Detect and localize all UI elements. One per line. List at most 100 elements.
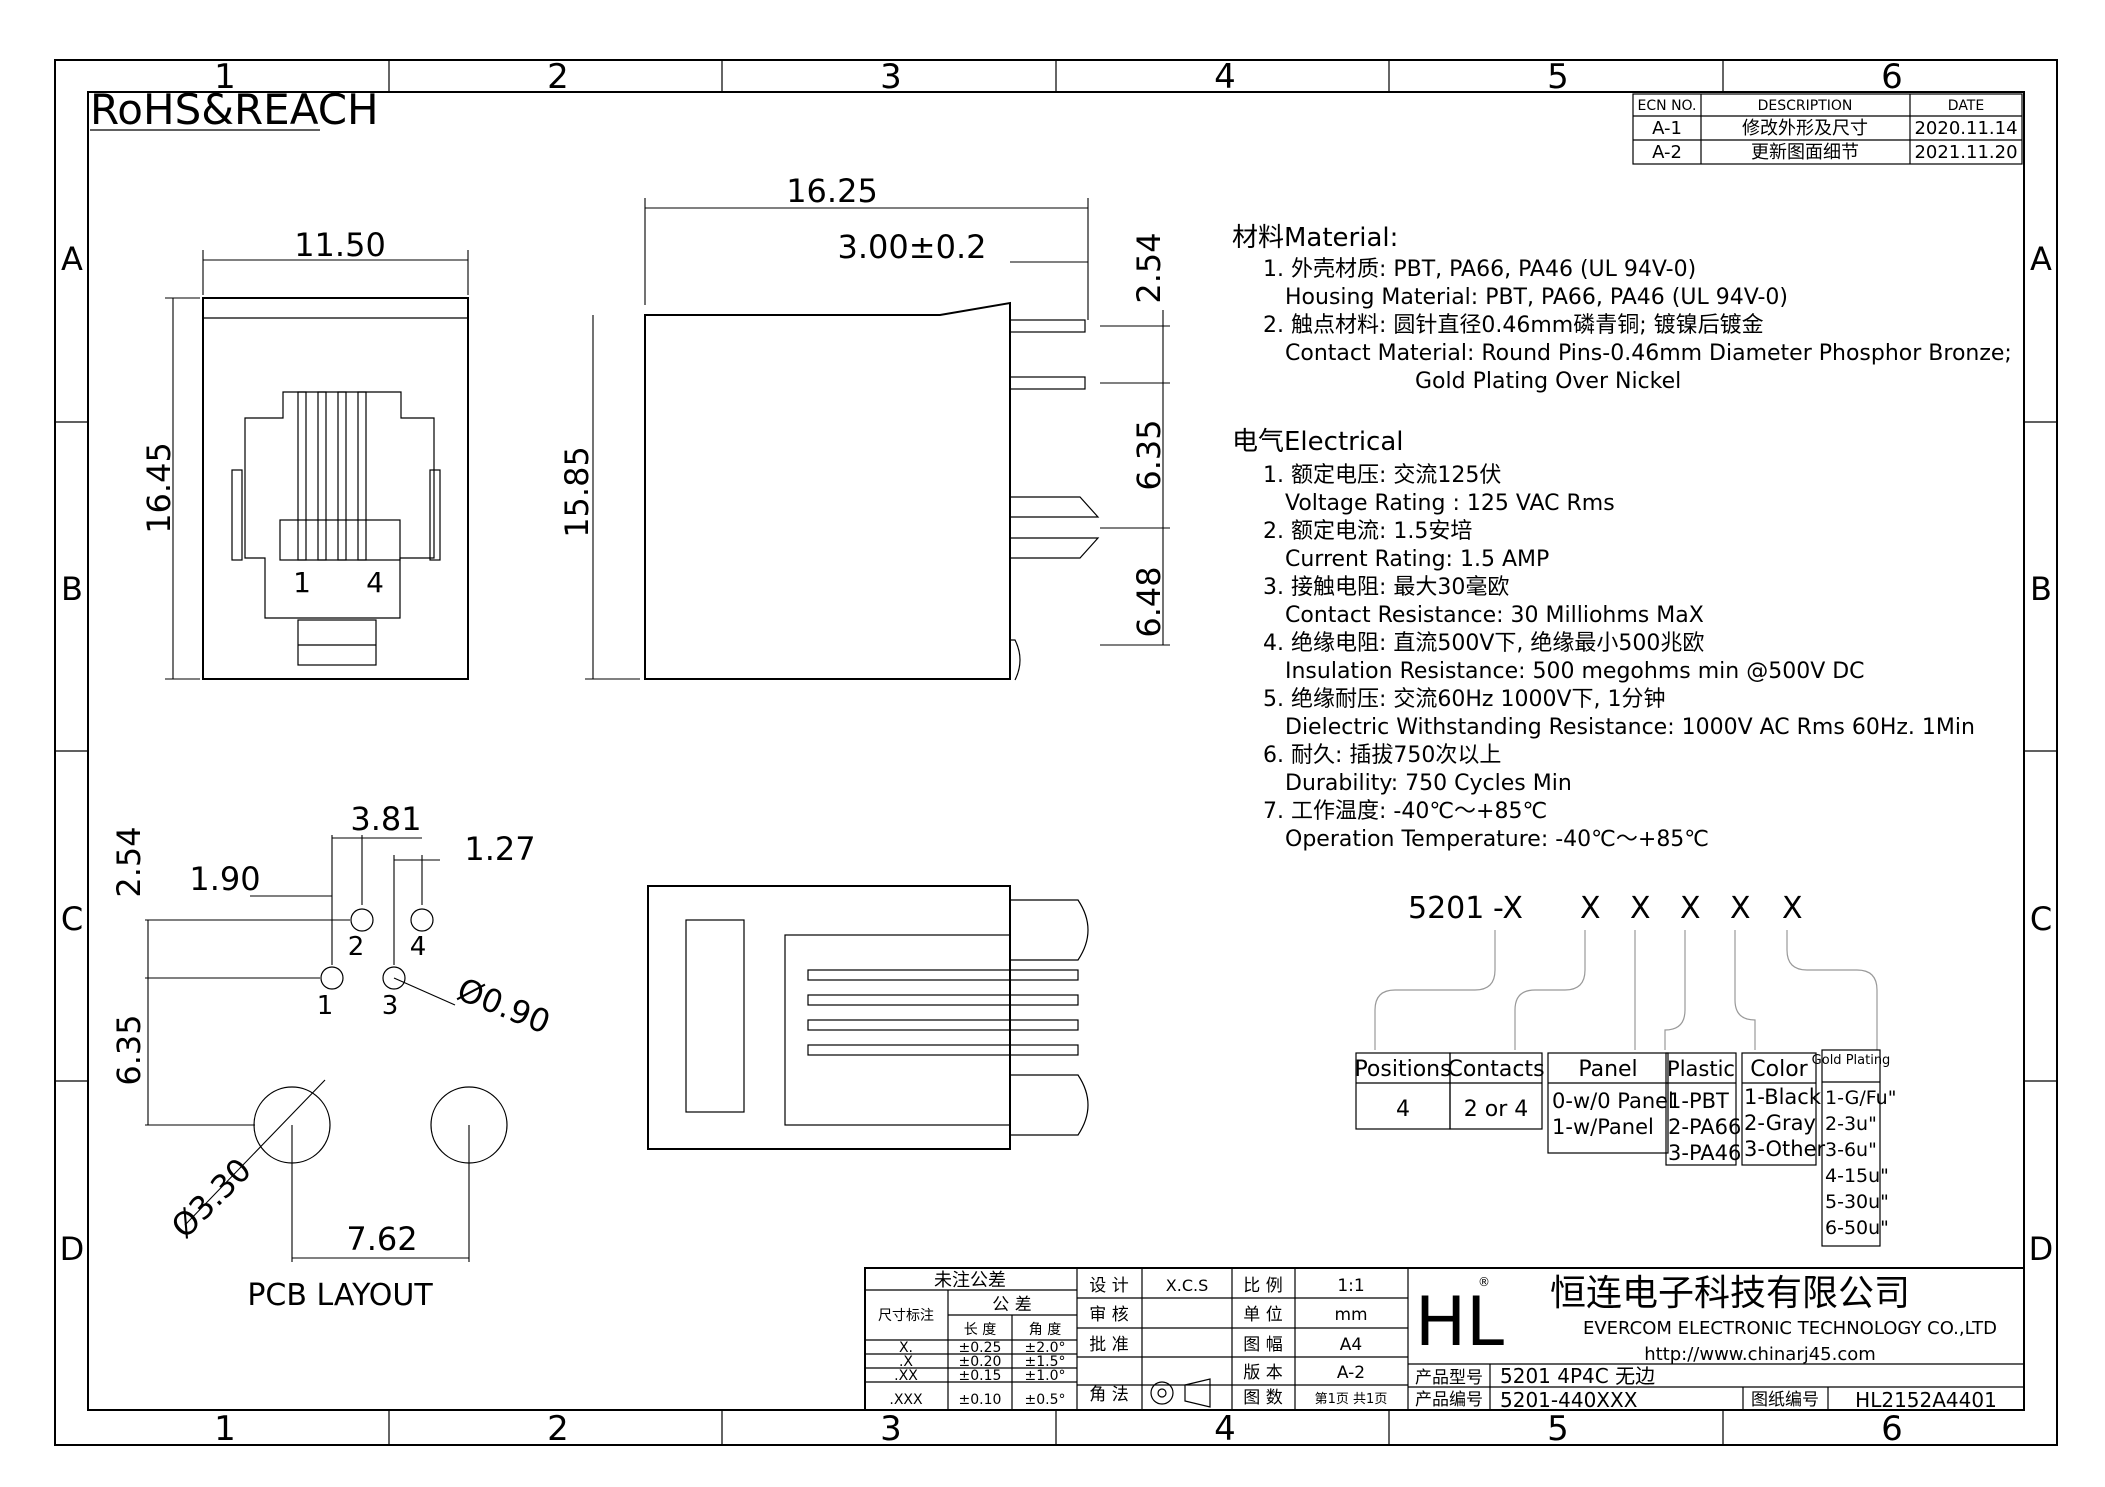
side-length-dim: 16.25 xyxy=(786,172,878,210)
size-value: A4 xyxy=(1340,1335,1362,1355)
tol-row-dim: X. xyxy=(899,1340,913,1356)
tol-sub: 公 差 xyxy=(992,1295,1031,1315)
electrical-line: 6. 耐久: 插拔750次以上 xyxy=(1263,743,1501,768)
pcb-dim-381: 3.81 xyxy=(350,800,421,838)
rev-row-description: 更新图面细节 xyxy=(1751,142,1859,163)
option-value: 1-G/Fu" xyxy=(1825,1087,1896,1109)
option-title-plastic: Plastic xyxy=(1667,1057,1735,1081)
electrical-line: Operation Temperature: -40℃～+85℃ xyxy=(1285,827,1709,852)
option-title-contacts: Contacts xyxy=(1447,1057,1544,1082)
pcb-pin-label: 3 xyxy=(382,991,399,1021)
pcb-dim-254: 2.54 xyxy=(110,826,148,897)
row-label-left: C xyxy=(61,900,83,938)
rohs-reach-label: RoHS&REACH xyxy=(90,85,379,134)
rev-row-date: 2020.11.14 xyxy=(1914,118,2017,139)
option-value: 3-PA46 xyxy=(1668,1141,1741,1165)
company-logo: HL xyxy=(1415,1283,1504,1362)
electrical-line: Dielectric Withstanding Resistance: 1000… xyxy=(1285,715,1975,740)
tol-len-label: 长 度 xyxy=(964,1322,996,1338)
electrical-heading: 电气Electrical xyxy=(1232,427,1404,457)
electrical-line: 5. 绝缘耐压: 交流60Hz 1000V下, 1分钟 xyxy=(1263,687,1666,712)
tol-dim-label: 尺寸标注 xyxy=(878,1308,934,1324)
material-line: 2. 触点材料: 圆针直径0.46mm磷青铜; 镀镍后镀金 xyxy=(1263,313,1764,338)
projection-symbol xyxy=(1150,1378,1211,1408)
tol-ang-label: 角 度 xyxy=(1029,1322,1061,1338)
col-label-bottom: 6 xyxy=(1881,1409,1903,1449)
scale-value: 1:1 xyxy=(1337,1276,1364,1296)
tol-row-ang: ±2.0° xyxy=(1025,1340,1066,1356)
part-code-segment: X xyxy=(1630,891,1651,926)
unit-value: mm xyxy=(1334,1305,1367,1325)
tol-row-ang: ±0.5° xyxy=(1025,1392,1066,1408)
tol-row-dim: .XX xyxy=(894,1368,918,1384)
col-label-bottom: 5 xyxy=(1547,1409,1569,1449)
electrical-line: 2. 额定电流: 1.5安培 xyxy=(1263,519,1472,544)
part-code-segment: X xyxy=(1580,891,1601,926)
option-value: 3-Other xyxy=(1744,1137,1826,1161)
version-label: 版 本 xyxy=(1243,1363,1282,1383)
electrical-line: 4. 绝缘电阻: 直流500V下, 绝缘最小500兆欧 xyxy=(1263,631,1704,656)
material-heading: 材料Material: xyxy=(1232,223,1398,253)
company-name-en: EVERCOM ELECTRONIC TECHNOLOGY CO.,LTD xyxy=(1583,1318,1997,1339)
option-value: 1-w/Panel xyxy=(1552,1115,1654,1139)
spec-block: 材料Material: 1. 外壳材质: PBT, PA66, PA46 (UL… xyxy=(1232,223,2012,852)
tol-row-dim: .X xyxy=(899,1354,913,1370)
tol-row-dim: .XXX xyxy=(889,1392,923,1408)
design-value: X.C.S xyxy=(1166,1276,1208,1295)
material-line: 1. 外壳材质: PBT, PA66, PA46 (UL 94V-0) xyxy=(1263,257,1696,282)
pcb-hole-diameter: Ø0.90 xyxy=(452,970,556,1041)
option-value: 3-6u" xyxy=(1825,1139,1877,1161)
angle-label: 角 法 xyxy=(1089,1385,1128,1405)
pcb-pin-label: 4 xyxy=(410,932,427,962)
col-label-top: 3 xyxy=(880,57,902,97)
row-label-right: C xyxy=(2030,900,2052,938)
option-value: 4-15u" xyxy=(1825,1165,1889,1187)
title-block: 未注公差 公 差 尺寸标注 长 度 角 度 X. ±0.25 ±2.0° .X … xyxy=(864,1267,2025,1412)
part-code-segment: X xyxy=(1782,891,1803,926)
tol-row-len: ±0.20 xyxy=(959,1354,1002,1370)
part-code-segment: X xyxy=(1680,891,1701,926)
version-value: A-2 xyxy=(1337,1363,1365,1383)
row-label-left: A xyxy=(61,240,83,278)
side-dim-648: 6.48 xyxy=(1130,566,1168,637)
row-label-right: A xyxy=(2030,240,2052,278)
size-label: 图 幅 xyxy=(1243,1335,1282,1355)
tol-row-len: ±0.15 xyxy=(959,1368,1002,1384)
rev-row-date: 2021.11.20 xyxy=(1914,142,2017,163)
material-line: Gold Plating Over Nickel xyxy=(1415,369,1681,394)
code-value: 5201-440XXX xyxy=(1500,1388,1638,1412)
option-title-gold-plating: Gold Plating xyxy=(1812,1053,1891,1068)
rev-row-ecn: A-2 xyxy=(1652,142,1682,163)
rev-header-date: DATE xyxy=(1948,98,1984,114)
col-label-top: 2 xyxy=(547,57,569,97)
option-value: 6-50u" xyxy=(1825,1217,1889,1239)
option-value: 1-Black xyxy=(1744,1085,1822,1109)
rev-header-description: DESCRIPTION xyxy=(1758,98,1853,114)
row-label-right: D xyxy=(2029,1230,2054,1268)
scale-label: 比 例 xyxy=(1243,1276,1282,1296)
col-label-top: 4 xyxy=(1214,57,1236,97)
frame-row-labels: A B C D A B C D xyxy=(60,240,2054,1268)
pcb-dim-635: 6.35 xyxy=(110,1014,148,1085)
col-label-top: 5 xyxy=(1547,57,1569,97)
side-height-dim: 15.85 xyxy=(558,446,596,538)
side-dim-635: 6.35 xyxy=(1130,419,1168,490)
option-value: 4 xyxy=(1396,1097,1410,1122)
front-pin-first-label: 1 xyxy=(293,566,311,599)
tol-row-len: ±0.25 xyxy=(959,1340,1002,1356)
electrical-line: Contact Resistance: 30 Milliohms MaX xyxy=(1285,603,1704,628)
option-title-panel: Panel xyxy=(1578,1057,1637,1082)
approve-label: 批 准 xyxy=(1089,1335,1128,1355)
drawing-label: 图纸编号 xyxy=(1751,1390,1819,1410)
option-value: 2 or 4 xyxy=(1464,1097,1529,1122)
pages-value: 第1页 共1页 xyxy=(1315,1392,1388,1407)
side-pin-spacing-dim: 2.54 xyxy=(1130,232,1168,303)
part-code: 5201 -X X X X X X xyxy=(1374,891,1878,1050)
frame-column-labels: 1 2 3 4 5 6 1 2 3 4 5 6 xyxy=(214,57,1903,1449)
option-value: 2-3u" xyxy=(1825,1113,1877,1135)
pcb-post-diameter: Ø3.30 xyxy=(164,1151,259,1246)
pcb-pin-label: 2 xyxy=(348,932,365,962)
front-width-dim: 11.50 xyxy=(294,226,386,264)
pcb-dim-762: 7.62 xyxy=(346,1220,417,1258)
row-label-right: B xyxy=(2030,570,2052,608)
